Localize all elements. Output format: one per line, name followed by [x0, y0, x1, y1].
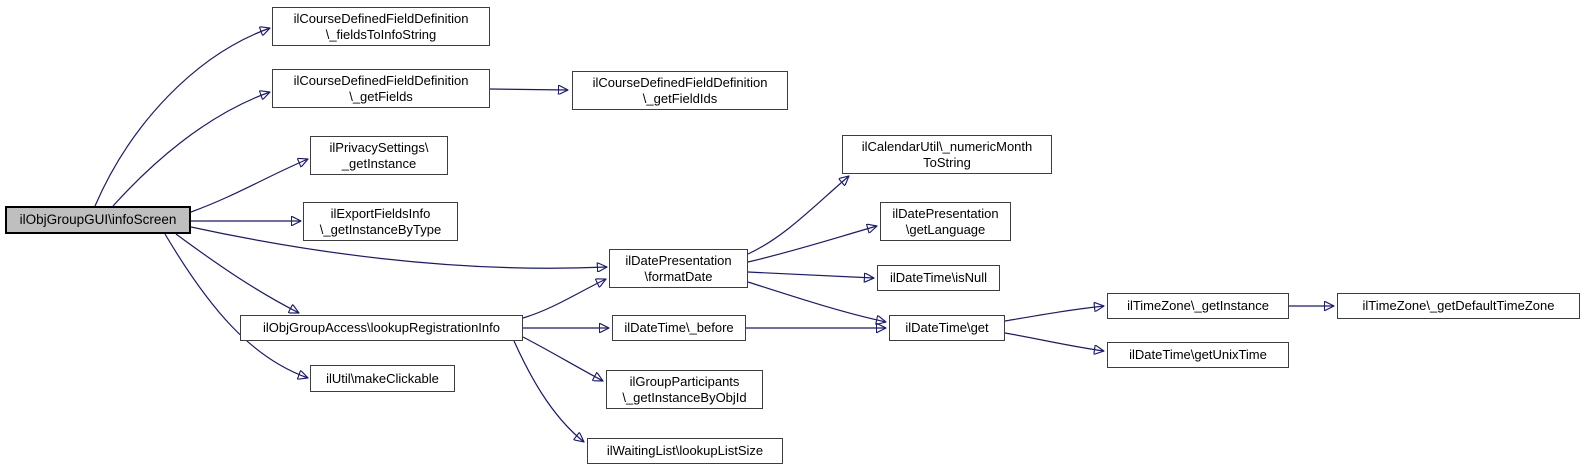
node-isnull[interactable]: ilDateTime\isNull [877, 265, 1000, 291]
edge-formatdate-to-get [747, 281, 886, 322]
node-numericmonthtostring-line1: ilCalendarUtil\_numericMonth [861, 138, 1033, 154]
node-getfields-line1: ilCourseDefinedFieldDefinition [293, 72, 469, 88]
node-getfields-line2: \_getFields [349, 88, 413, 104]
node-before[interactable]: ilDateTime\_before [612, 315, 746, 341]
node-fieldstoinfostring-line1: ilCourseDefinedFieldDefinition [293, 10, 469, 26]
node-privacygetinstance-line2: _getInstance [341, 155, 417, 171]
node-getdefaulttimezone-label: ilTimeZone\_getDefaultTimeZone [1362, 298, 1555, 313]
node-groupparticipants-line1: ilGroupParticipants [629, 373, 740, 389]
node-lookupregistrationinfo-label: ilObjGroupAccess\lookupRegistrationInfo [262, 320, 500, 335]
node-exportfieldsinfo-line1: ilExportFieldsInfo [330, 205, 431, 221]
node-before-label: ilDateTime\_before [624, 320, 734, 335]
edge-infoscreen-to-makeclickable [164, 233, 308, 378]
node-formatdate-line2: \formatDate [644, 268, 713, 284]
node-groupparticipants-line2: \_getInstanceByObjId [622, 389, 747, 405]
node-numericmonthtostring-line2: ToString [923, 154, 971, 170]
node-getfieldids[interactable]: ilCourseDefinedFieldDefinition \_getFiel… [572, 71, 788, 110]
node-fieldstoinfostring[interactable]: ilCourseDefinedFieldDefinition \_fieldsT… [272, 7, 490, 46]
node-get[interactable]: ilDateTime\get [889, 315, 1005, 341]
node-getlanguage-line1: ilDatePresentation [892, 205, 999, 221]
node-groupparticipants[interactable]: ilGroupParticipants \_getInstanceByObjId [606, 370, 763, 409]
edge-lookupregistrationinfo-to-formatdate [522, 279, 606, 319]
edge-formatdate-to-isnull [747, 271, 874, 278]
node-exportfieldsinfo[interactable]: ilExportFieldsInfo \_getInstanceByType [303, 202, 458, 241]
node-infoscreen: ilObjGroupGUI\infoScreen [5, 206, 191, 234]
edge-get-to-getunixtime [1004, 332, 1104, 351]
node-timezonegetinstance-label: ilTimeZone\_getInstance [1127, 298, 1269, 313]
edge-infoscreen-to-fieldstoinfostring [94, 28, 270, 207]
node-exportfieldsinfo-line2: \_getInstanceByType [319, 221, 442, 237]
node-get-label: ilDateTime\get [905, 320, 989, 335]
edge-get-to-timezonegetinstance [1004, 306, 1104, 322]
node-getfieldids-line2: \_getFieldIds [642, 90, 718, 106]
node-getlanguage-line2: \getLanguage [905, 221, 986, 237]
node-lookuplistsize[interactable]: ilWaitingList\lookupListSize [587, 438, 783, 464]
node-privacygetinstance-line1: ilPrivacySettings\ [329, 139, 429, 155]
edge-formatdate-to-getlanguage [747, 226, 877, 263]
edge-infoscreen-to-getfields [112, 92, 270, 207]
node-formatdate[interactable]: ilDatePresentation \formatDate [609, 249, 748, 288]
node-fieldstoinfostring-line2: \_fieldsToInfoString [325, 26, 437, 42]
node-timezonegetinstance[interactable]: ilTimeZone\_getInstance [1107, 293, 1289, 319]
edge-infoscreen-to-privacygetinstance [190, 159, 308, 213]
node-getlanguage[interactable]: ilDatePresentation \getLanguage [880, 202, 1011, 241]
node-getunixtime-label: ilDateTime\getUnixTime [1129, 347, 1267, 362]
edge-getfields-to-getfieldids [489, 89, 568, 90]
node-getfields[interactable]: ilCourseDefinedFieldDefinition \_getFiel… [272, 69, 490, 108]
node-getunixtime[interactable]: ilDateTime\getUnixTime [1107, 342, 1289, 368]
node-getfieldids-line1: ilCourseDefinedFieldDefinition [592, 74, 768, 90]
node-makeclickable[interactable]: ilUtil\makeClickable [310, 365, 455, 392]
edge-formatdate-to-numericmonthtostring [747, 176, 849, 255]
edge-infoscreen-to-lookupregistrationinfo [175, 233, 299, 313]
edge-lookupregistrationinfo-to-groupparticipants [522, 336, 603, 381]
node-lookuplistsize-label: ilWaitingList\lookupListSize [606, 443, 764, 458]
node-isnull-label: ilDateTime\isNull [889, 270, 988, 285]
node-numericmonthtostring[interactable]: ilCalendarUtil\_numericMonth ToString [842, 135, 1052, 174]
node-infoscreen-label: ilObjGroupGUI\infoScreen [19, 212, 177, 227]
node-getdefaulttimezone[interactable]: ilTimeZone\_getDefaultTimeZone [1337, 293, 1580, 319]
node-formatdate-line1: ilDatePresentation [625, 252, 732, 268]
edge-lookupregistrationinfo-to-lookuplistsize [513, 340, 584, 442]
node-makeclickable-label: ilUtil\makeClickable [326, 370, 439, 386]
node-privacygetinstance[interactable]: ilPrivacySettings\ _getInstance [310, 136, 448, 175]
node-lookupregistrationinfo[interactable]: ilObjGroupAccess\lookupRegistrationInfo [240, 315, 523, 341]
